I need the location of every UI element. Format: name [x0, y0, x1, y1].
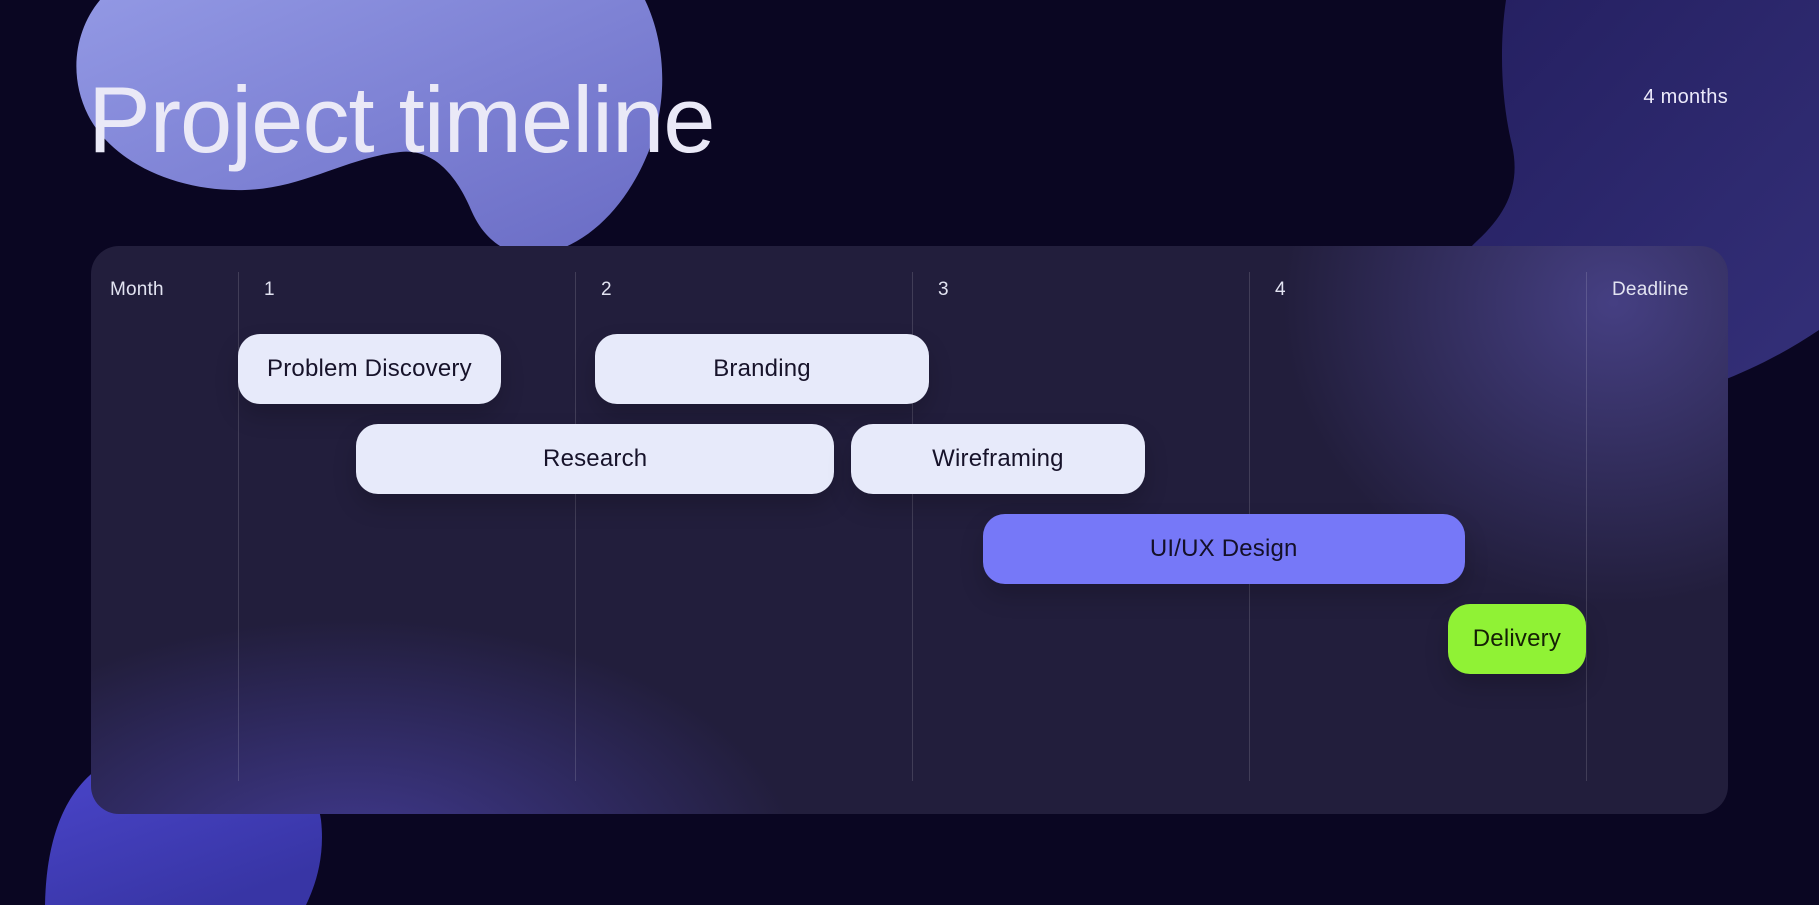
column-line-2 — [575, 272, 576, 781]
column-line-deadline — [1586, 272, 1587, 781]
timeline-panel: Month 1 2 3 4 Deadline Problem Discovery Brand… — [91, 246, 1728, 814]
task-bar-branding: Branding — [595, 334, 929, 404]
task-bar-research: Research — [355, 424, 835, 494]
task-bar-delivery: Delivery — [1447, 604, 1586, 674]
column-line-1 — [238, 272, 239, 781]
column-label-4: 4 — [1275, 279, 1286, 300]
task-bar-problem-discovery: Problem Discovery — [238, 334, 501, 404]
page-title: Project timeline — [88, 67, 716, 172]
column-label-deadline: Deadline — [1612, 279, 1689, 300]
duration-label: 4 months — [1643, 86, 1728, 108]
column-label-2: 2 — [601, 279, 612, 300]
column-label-1: 1 — [264, 279, 275, 300]
axis-label-month: Month — [110, 279, 164, 300]
column-label-3: 3 — [938, 279, 949, 300]
column-line-3 — [912, 272, 913, 781]
task-bar-wireframing: Wireframing — [851, 424, 1145, 494]
task-bar-ui-ux-design: UI/UX Design — [982, 514, 1465, 584]
